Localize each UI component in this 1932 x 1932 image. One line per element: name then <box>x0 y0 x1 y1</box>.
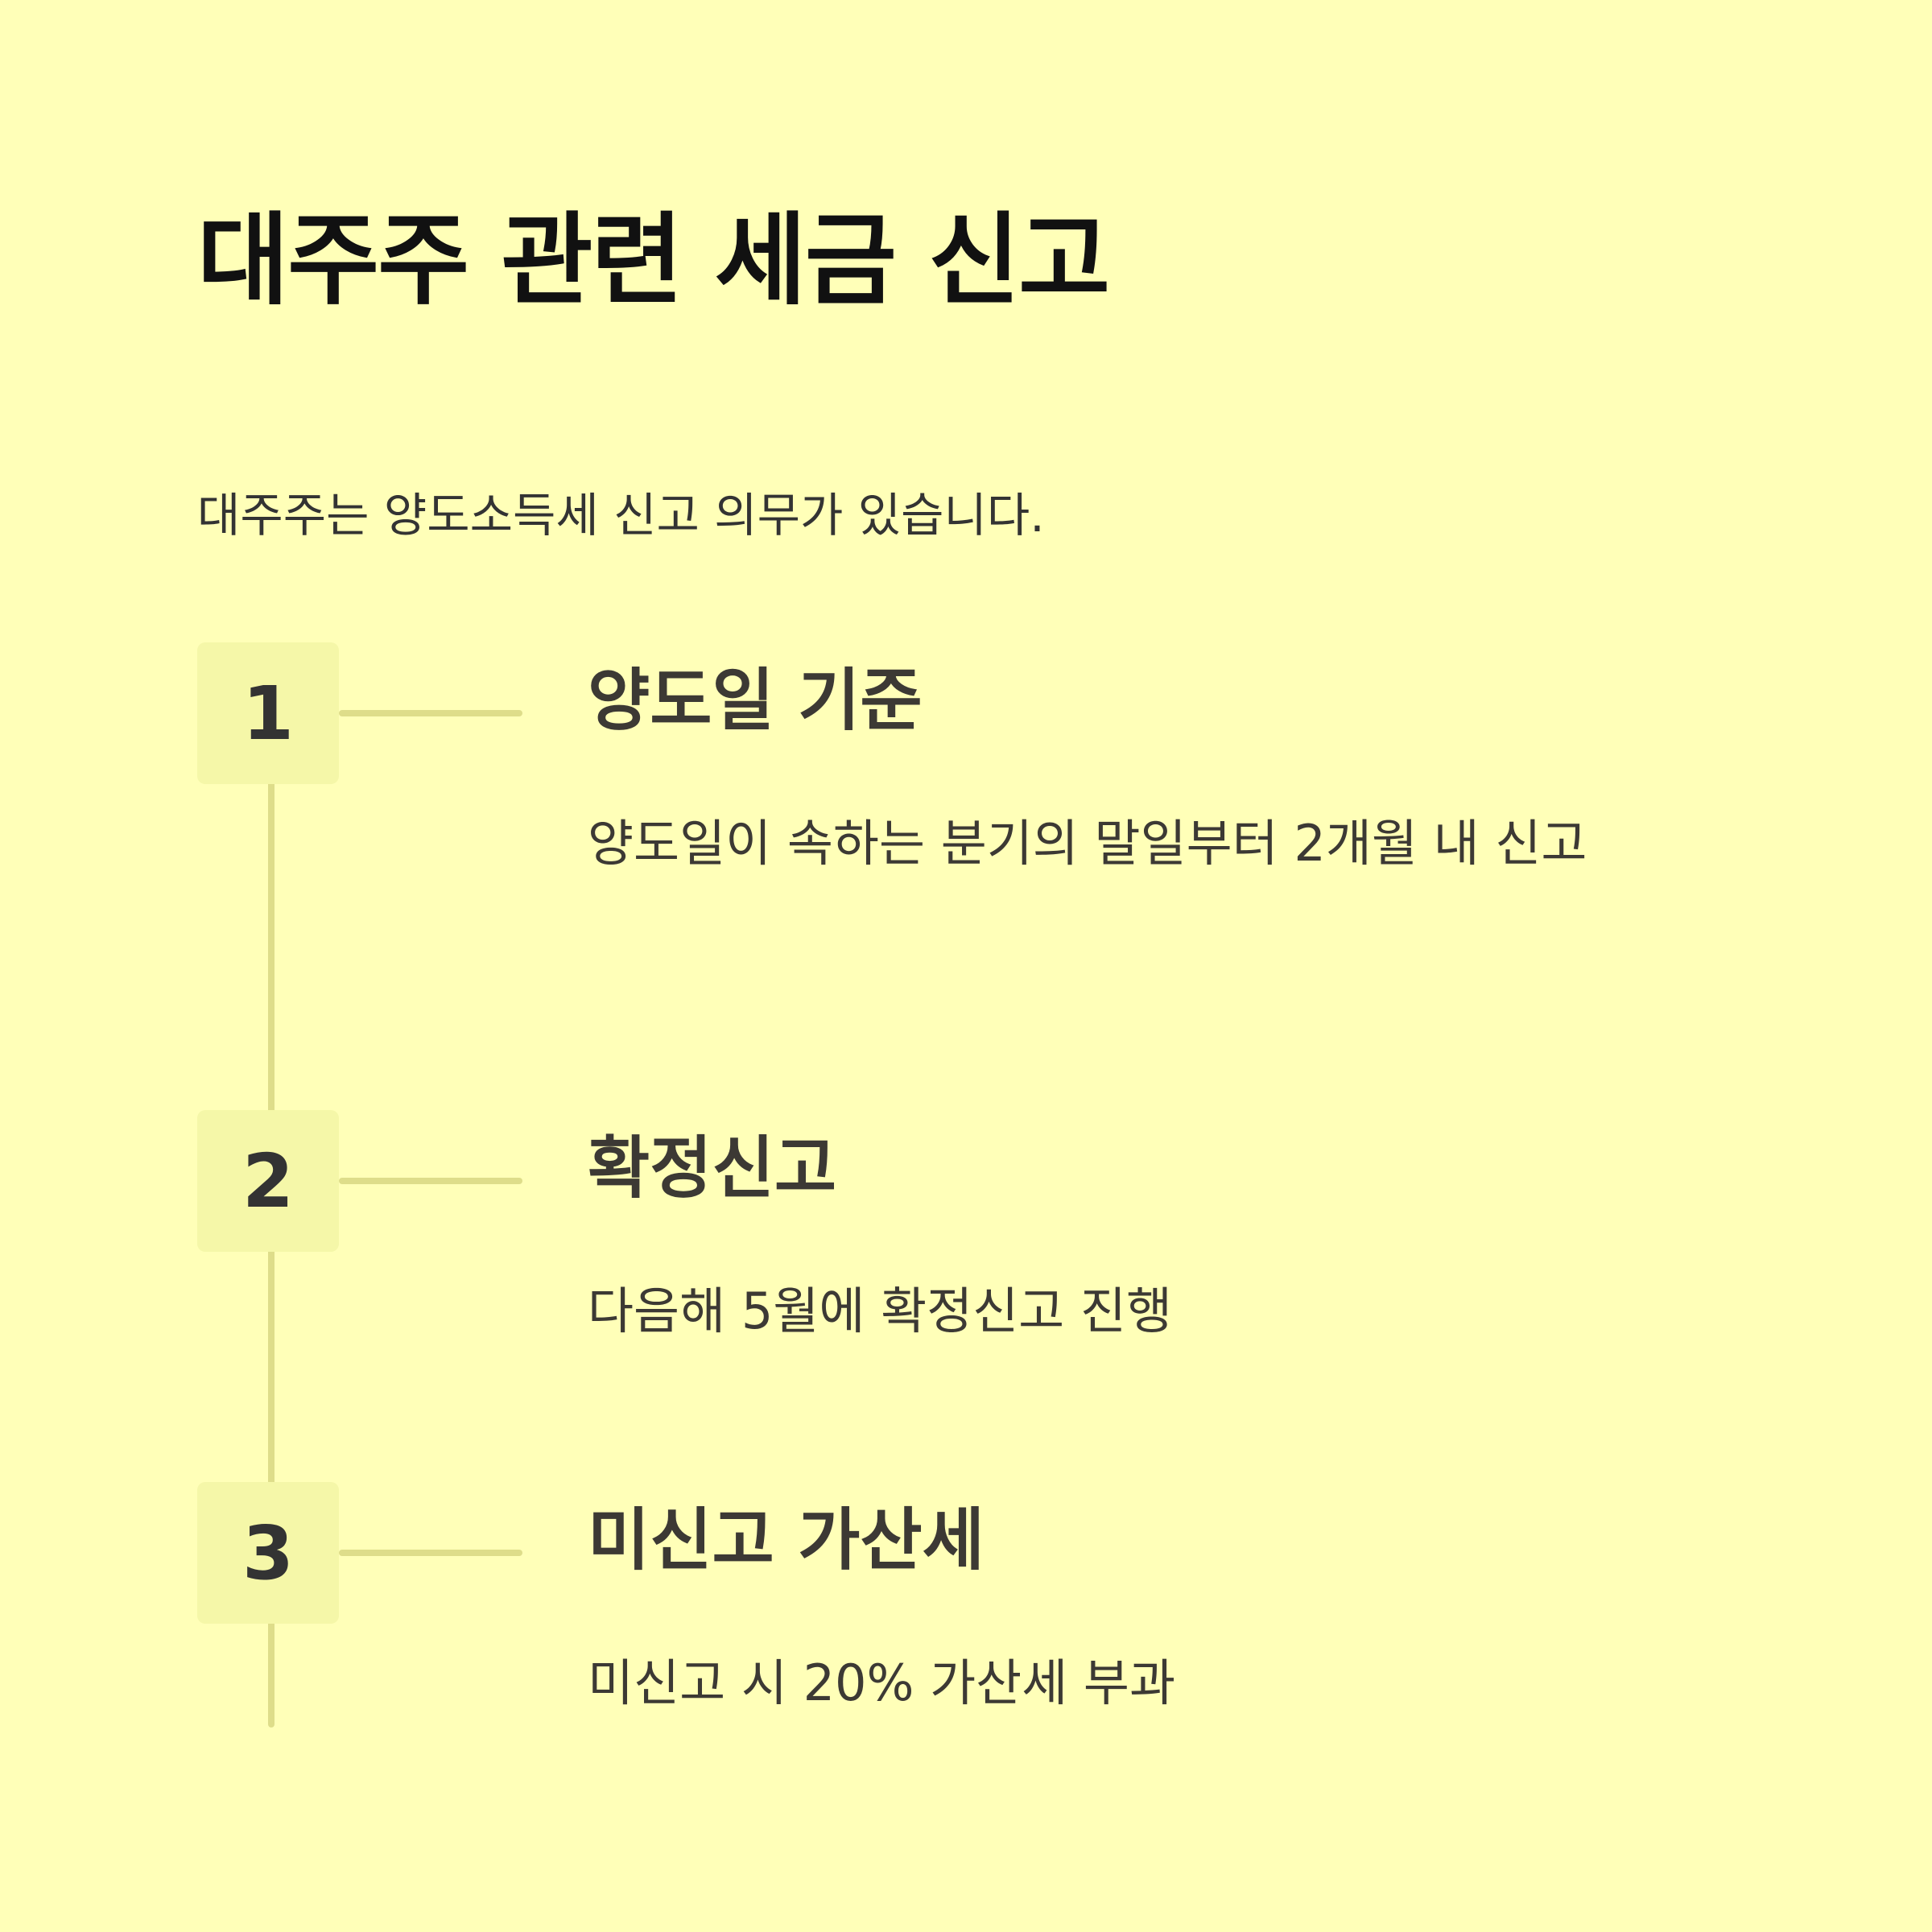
timeline-line <box>268 781 275 1728</box>
intro-text: 대주주는 양도소득세 신고 의무가 있습니다. <box>197 488 1045 543</box>
step-connector <box>339 710 522 716</box>
step-title: 양도일 기준 <box>588 661 923 740</box>
step-description: 양도일이 속하는 분기의 말일부터 2개월 내 신고 <box>588 814 1587 873</box>
step-number-badge: 3 <box>197 1482 339 1624</box>
step-title: 미신고 가산세 <box>588 1501 985 1579</box>
step-connector <box>339 1178 522 1184</box>
step-number-badge: 1 <box>197 642 339 784</box>
step-number-badge: 2 <box>197 1110 339 1252</box>
step-title: 확정신고 <box>588 1129 837 1208</box>
page-title: 대주주 관련 세금 신고 <box>197 203 1110 319</box>
step-description: 다음해 5월에 확정신고 진행 <box>588 1282 1173 1340</box>
step-description: 미신고 시 20% 가산세 부과 <box>588 1653 1175 1712</box>
step-connector <box>339 1550 522 1556</box>
